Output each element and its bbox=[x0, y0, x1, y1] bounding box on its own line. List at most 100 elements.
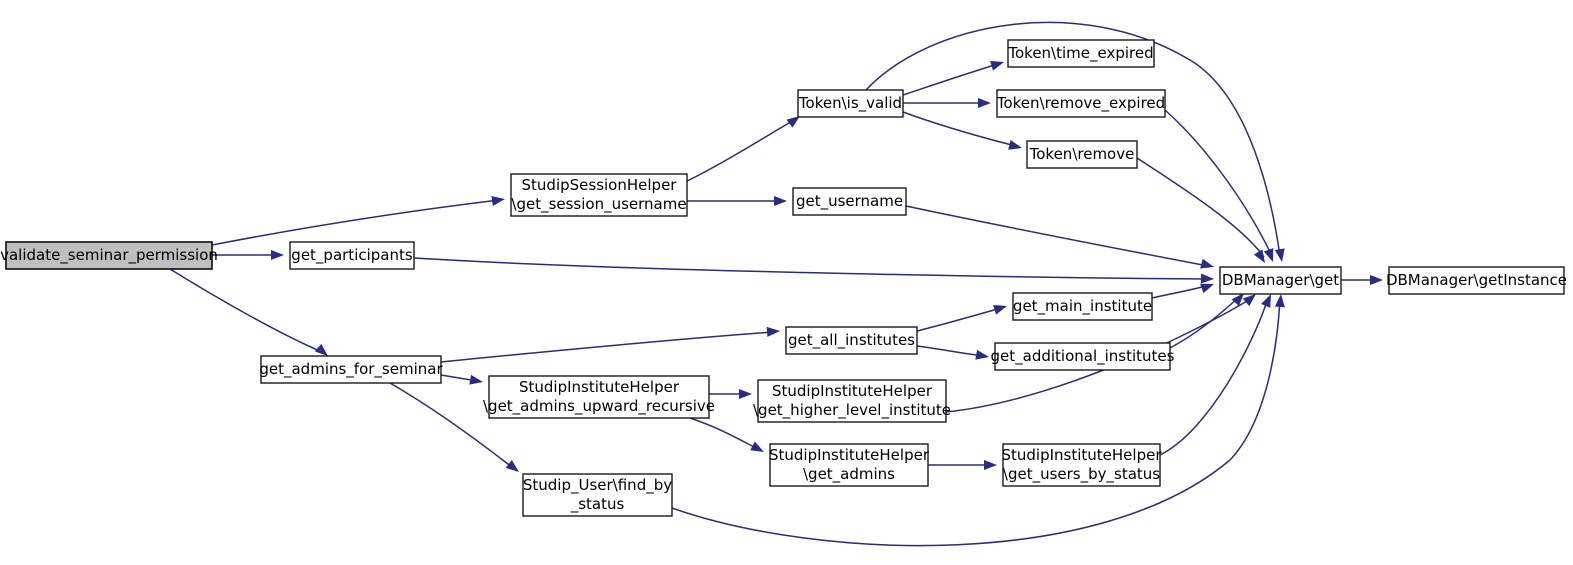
node-box[interactable] bbox=[260, 355, 442, 384]
arrowhead bbox=[271, 250, 284, 260]
arrowhead bbox=[786, 116, 800, 128]
node-box[interactable] bbox=[1012, 292, 1153, 321]
node-box[interactable] bbox=[757, 379, 947, 423]
node-Token_is_valid[interactable]: Token\is_valid bbox=[797, 89, 904, 118]
node-label: get_participants bbox=[291, 246, 413, 265]
arrowhead bbox=[750, 441, 764, 452]
node-DBManager_get[interactable]: DBManager\get bbox=[1219, 266, 1342, 295]
arrowhead bbox=[1261, 294, 1271, 308]
edge-StudipInstituteHelper_get_admins_upward_recursive-to-StudipInstituteHelper_get_admins bbox=[689, 417, 759, 450]
node-box[interactable] bbox=[488, 375, 710, 419]
arrowhead bbox=[990, 61, 1004, 71]
node-get_admins_for_seminar[interactable]: get_admins_for_seminar bbox=[259, 355, 443, 384]
edge-validate_seminar_permission-to-get_admins_for_seminar bbox=[169, 268, 323, 353]
edge-get_participants-to-DBManager_get bbox=[413, 257, 1209, 280]
node-label: \get_session_username bbox=[511, 195, 686, 214]
node-label: \get_higher_level_institute bbox=[753, 401, 951, 420]
edge-get_all_institutes-to-get_main_institute bbox=[916, 307, 1002, 332]
node-Token_remove_expired[interactable]: Token\remove_expired bbox=[996, 89, 1166, 118]
arrowhead bbox=[984, 460, 997, 470]
node-box[interactable] bbox=[1002, 443, 1161, 487]
nodes-layer: validate_seminar_permission get_participa… bbox=[0, 39, 1567, 517]
arrowhead bbox=[739, 389, 752, 399]
node-label: Token\is_valid bbox=[798, 94, 902, 113]
node-get_additional_institutes[interactable]: get_additional_institutes bbox=[991, 342, 1175, 371]
node-label: validate_seminar_permission bbox=[0, 246, 218, 265]
node-Studip_User_find_by_status[interactable]: Studip_User\find_by_status bbox=[522, 473, 673, 517]
node-get_all_institutes[interactable]: get_all_institutes bbox=[785, 326, 918, 355]
node-box[interactable] bbox=[510, 173, 688, 217]
node-StudipInstituteHelper_get_higher_level_institute[interactable]: StudipInstituteHelper\get_higher_level_i… bbox=[753, 379, 951, 423]
node-DBManager_getInstance[interactable]: DBManager\getInstance bbox=[1386, 266, 1567, 295]
node-label: Token\remove_expired bbox=[996, 94, 1165, 113]
node-label: DBManager\getInstance bbox=[1386, 271, 1567, 289]
node-box[interactable] bbox=[5, 241, 213, 270]
node-box[interactable] bbox=[1219, 266, 1342, 295]
node-label: DBManager\get bbox=[1222, 271, 1339, 289]
node-box[interactable] bbox=[785, 326, 918, 355]
arrowhead bbox=[314, 343, 328, 356]
node-box[interactable] bbox=[522, 473, 673, 517]
arrowhead bbox=[1242, 294, 1256, 307]
node-get_participants[interactable]: get_participants bbox=[289, 241, 415, 270]
node-get_main_institute[interactable]: get_main_institute bbox=[1012, 292, 1153, 321]
node-StudipInstituteHelper_get_admins_upward_recursive[interactable]: StudipInstituteHelper\get_admins_upward_… bbox=[483, 375, 715, 419]
edge-StudipInstituteHelper_get_users_by_status-to-DBManager_get bbox=[1159, 297, 1269, 456]
arrowheads-layer bbox=[271, 61, 1383, 472]
arrowhead bbox=[1200, 283, 1214, 294]
arrowhead bbox=[975, 349, 989, 360]
node-Token_time_expired[interactable]: Token\time_expired bbox=[1007, 39, 1155, 68]
edge-Studip_User_find_by_status-to-DBManager_get bbox=[671, 297, 1281, 547]
node-label: \get_users_by_status bbox=[1003, 465, 1160, 484]
node-label: StudipInstituteHelper bbox=[1001, 446, 1162, 464]
node-box[interactable] bbox=[792, 187, 907, 216]
node-box[interactable] bbox=[1388, 266, 1565, 295]
node-label: Token\remove bbox=[1029, 145, 1135, 163]
node-box[interactable] bbox=[1026, 140, 1138, 169]
arrowhead bbox=[491, 196, 505, 206]
edge-get_all_institutes-to-get_additional_institutes bbox=[916, 345, 984, 357]
node-Token_remove[interactable]: Token\remove bbox=[1026, 140, 1138, 169]
arrowhead bbox=[1274, 294, 1285, 308]
node-label: StudipInstituteHelper bbox=[772, 382, 933, 400]
node-validate_seminar_permission[interactable]: validate_seminar_permission bbox=[0, 241, 218, 270]
node-StudipInstituteHelper_get_users_by_status[interactable]: StudipInstituteHelper\get_users_by_statu… bbox=[1001, 443, 1162, 487]
node-label: get_all_institutes bbox=[788, 331, 915, 350]
node-label: StudipInstituteHelper bbox=[519, 378, 680, 396]
edge-get_additional_institutes-to-DBManager_get bbox=[1169, 295, 1241, 349]
edge-Token_is_valid-to-Token_remove bbox=[902, 111, 1017, 147]
node-label: _status bbox=[570, 495, 625, 514]
edge-Token_remove-to-DBManager_get bbox=[1136, 157, 1265, 258]
arrowhead bbox=[1200, 273, 1214, 284]
node-StudipSessionHelper_get_session_username[interactable]: StudipSessionHelper\get_session_username bbox=[510, 173, 688, 217]
node-label: Token\time_expired bbox=[1007, 44, 1153, 63]
node-label: StudipInstituteHelper bbox=[769, 446, 930, 464]
edge-Token_is_valid-to-Token_time_expired bbox=[902, 63, 999, 96]
arrowhead bbox=[1008, 140, 1022, 150]
node-label: get_main_institute bbox=[1013, 297, 1152, 316]
arrowhead bbox=[1274, 248, 1285, 262]
edge-StudipSessionHelper_get_session_username-to-Token_is_valid bbox=[686, 119, 795, 182]
arrowhead bbox=[993, 305, 1007, 315]
arrowhead bbox=[1200, 258, 1214, 269]
arrowhead bbox=[1253, 249, 1265, 263]
node-get_username[interactable]: get_username bbox=[792, 187, 907, 216]
node-label: \get_admins bbox=[803, 465, 895, 484]
arrowhead bbox=[469, 374, 483, 385]
node-label: get_additional_institutes bbox=[991, 347, 1175, 366]
node-label: StudipSessionHelper bbox=[522, 176, 678, 194]
node-StudipInstituteHelper_get_admins[interactable]: StudipInstituteHelper\get_admins bbox=[769, 443, 930, 487]
edge-validate_seminar_permission-to-StudipSessionHelper_get_session_username bbox=[211, 199, 500, 246]
node-box[interactable] bbox=[769, 443, 929, 487]
arrowhead bbox=[774, 196, 787, 206]
node-label: get_admins_for_seminar bbox=[259, 360, 443, 379]
arrowhead bbox=[505, 460, 519, 472]
node-box[interactable] bbox=[994, 342, 1171, 371]
node-box[interactable] bbox=[797, 89, 904, 118]
arrowhead bbox=[1263, 248, 1274, 262]
node-box[interactable] bbox=[996, 89, 1166, 118]
node-box[interactable] bbox=[289, 241, 415, 270]
node-box[interactable] bbox=[1007, 39, 1155, 68]
arrowhead bbox=[978, 98, 991, 108]
